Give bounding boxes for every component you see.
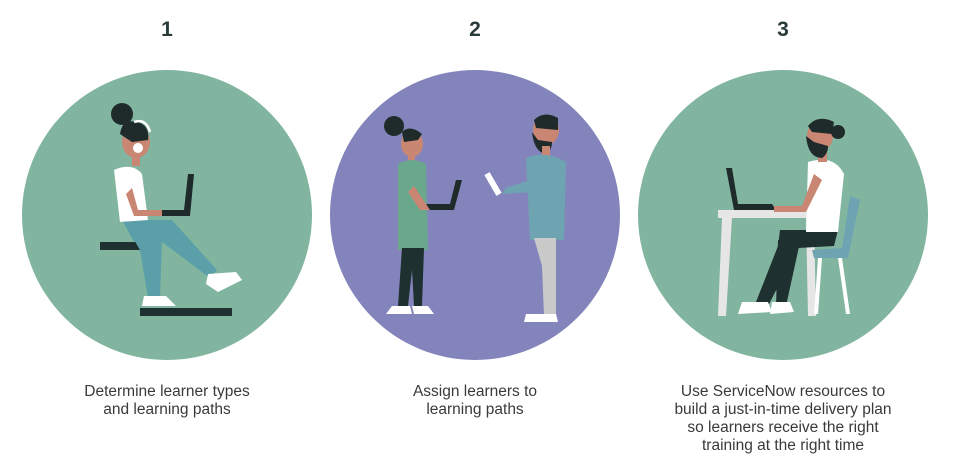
step-1-circle <box>22 70 312 360</box>
two-people-with-devices-icon <box>384 114 566 322</box>
caption-line: training at the right time <box>702 437 864 454</box>
step-caption: Use ServiceNow resources to build a just… <box>628 383 938 455</box>
caption-line: Determine learner types <box>84 383 250 400</box>
person-on-laptop-with-headphones-icon <box>100 103 242 316</box>
step-3-circle <box>638 70 928 360</box>
caption-line: learning paths <box>426 401 524 418</box>
step-number: 2 <box>469 18 481 41</box>
step-3: 3 <box>628 0 938 472</box>
person-at-desk-with-laptop-icon <box>718 118 860 316</box>
caption-line: and learning paths <box>103 401 231 418</box>
step-number: 1 <box>161 18 173 41</box>
step-2: 2 Assign learner <box>320 0 630 472</box>
step-caption: Determine learner types and learning pat… <box>12 383 322 419</box>
step-caption: Assign learners to learning paths <box>320 383 630 419</box>
step-2-circle <box>330 70 620 360</box>
caption-line: build a just-in-time delivery plan <box>674 401 892 418</box>
caption-line: Assign learners to <box>412 383 538 400</box>
caption-line: Use ServiceNow resources to <box>680 383 886 400</box>
step-1: 1 Determi <box>12 0 322 472</box>
step-number: 3 <box>777 18 789 41</box>
caption-line: so learners receive the right <box>687 419 879 436</box>
